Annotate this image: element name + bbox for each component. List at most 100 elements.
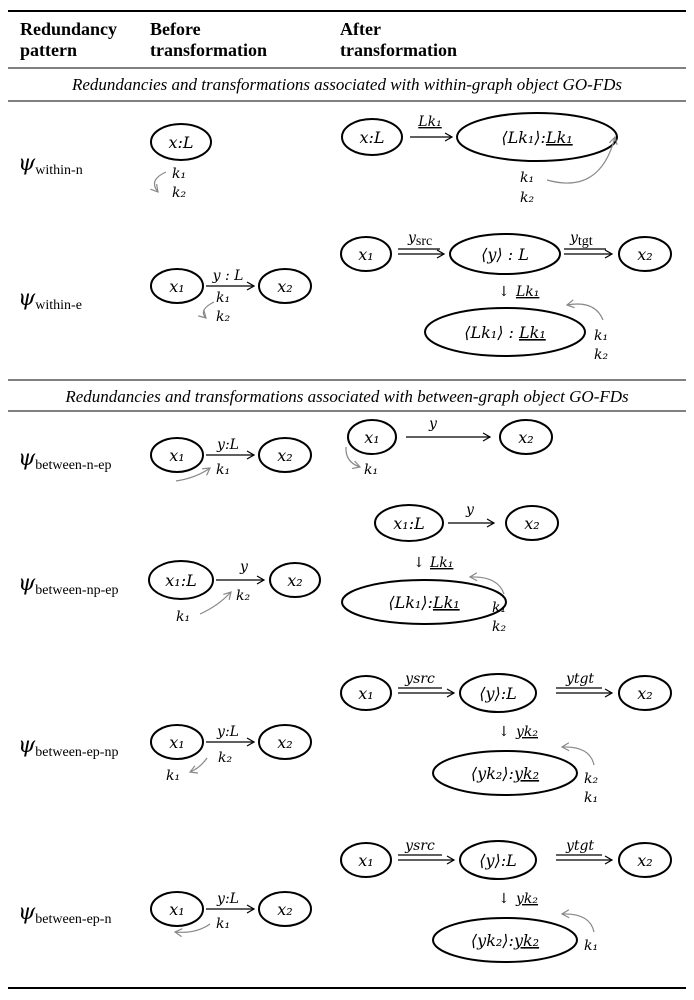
node bbox=[432, 750, 578, 796]
pattern-label: ψbetween-n-ep bbox=[18, 446, 111, 473]
node bbox=[374, 504, 444, 542]
node bbox=[505, 505, 559, 541]
row-between-np-ep: ψbetween-np-ep x₁:L y k₂ k₁ x₂ x₁:L y x₂… bbox=[18, 502, 559, 635]
node bbox=[150, 123, 212, 161]
down-arrow: ↓ bbox=[498, 284, 510, 300]
node-label: ⟨yk₂⟩:yk₂ bbox=[471, 931, 539, 950]
node-label: x₂ bbox=[277, 900, 292, 919]
key: k₂ bbox=[218, 750, 232, 766]
edge-label: ytgt bbox=[565, 838, 594, 854]
node-label: x₂ bbox=[518, 428, 533, 447]
edge-label: ysrc bbox=[407, 230, 432, 249]
node bbox=[618, 842, 672, 878]
node-label: x₁ bbox=[364, 428, 379, 447]
down-arrow: ↓ bbox=[413, 555, 425, 571]
dependency-arrow bbox=[188, 757, 208, 774]
key: k₁ bbox=[172, 166, 186, 182]
node bbox=[258, 891, 312, 927]
edge-label: Lk₁ bbox=[417, 114, 441, 130]
node-label: x₂ bbox=[524, 514, 539, 533]
dependency-arrow bbox=[565, 299, 604, 321]
node-label: x₁:L bbox=[165, 571, 196, 590]
node bbox=[150, 724, 204, 760]
header-col1-line2: pattern bbox=[20, 40, 77, 60]
node bbox=[258, 724, 312, 760]
key: k₂ bbox=[594, 347, 608, 363]
header-col1-line1: Redundancy bbox=[20, 19, 117, 39]
edge-label: Lk₁ bbox=[429, 555, 453, 571]
edge-label: y bbox=[239, 559, 249, 575]
edge-label: y : L bbox=[212, 268, 244, 284]
node bbox=[340, 675, 392, 711]
node-label: x₂ bbox=[637, 851, 652, 870]
header-col3-line2: transformation bbox=[340, 40, 457, 60]
dependency-arrow bbox=[175, 467, 211, 482]
row-between-ep-n: ψbetween-ep-n x₁ y:L k₁ x₂ x₁ ysrc ⟨y⟩:L… bbox=[18, 838, 672, 963]
node bbox=[148, 560, 214, 600]
edge-label: ytgt bbox=[569, 230, 593, 249]
node-label: x₂ bbox=[277, 733, 292, 752]
node bbox=[258, 268, 312, 304]
edge-label: ysrc bbox=[404, 838, 435, 854]
row-between-n-ep: ψbetween-n-ep x₁ y:L k₁ x₂ x₁ y x₂ k₁ bbox=[18, 416, 553, 482]
dependency-arrow bbox=[198, 301, 215, 319]
dependency-arrow bbox=[150, 171, 167, 193]
node-label: ⟨Lk₁⟩:Lk₁ bbox=[388, 593, 459, 612]
row-within-e: ψwithin-e x₁ y : L k₁ k₂ x₂ x₁ ysrc ⟨y⟩ … bbox=[18, 230, 672, 363]
key: k₂ bbox=[584, 771, 598, 787]
key: k₁ bbox=[584, 938, 598, 954]
down-arrow: ↓ bbox=[498, 724, 510, 740]
node-label: x:L bbox=[359, 128, 384, 147]
edge-label: y:L bbox=[216, 437, 239, 453]
header-col2-line2: transformation bbox=[150, 40, 267, 60]
node bbox=[499, 419, 553, 455]
node bbox=[341, 118, 403, 156]
node bbox=[449, 233, 561, 275]
dependency-arrow bbox=[345, 446, 362, 470]
edge-label: y:L bbox=[216, 724, 239, 740]
edge-label: yk₂ bbox=[515, 891, 538, 907]
edge-label: ytgt bbox=[565, 671, 594, 687]
node-label: ⟨y⟩:L bbox=[479, 684, 517, 703]
edge-label: y:L bbox=[216, 891, 239, 907]
edge-label: ysrc bbox=[404, 671, 435, 687]
key: k₁ bbox=[216, 916, 230, 932]
row-within-n: ψwithin-n x:L k₁ k₂ x:L Lk₁ ⟨Lk₁⟩:Lk₁ k₁… bbox=[18, 112, 618, 206]
row-between-ep-np: ψbetween-ep-np x₁ y:L k₂ k₁ x₂ x₁ ysrc ⟨… bbox=[18, 671, 672, 806]
node bbox=[258, 437, 312, 473]
key: k₁ bbox=[176, 609, 190, 625]
node-label: x₂ bbox=[637, 684, 652, 703]
key: k₂ bbox=[236, 588, 250, 604]
node-label: ⟨y⟩ : L bbox=[481, 245, 529, 264]
pattern-label: ψwithin-n bbox=[18, 151, 83, 178]
down-arrow: ↓ bbox=[498, 891, 510, 907]
node-label: x₁ bbox=[169, 733, 184, 752]
node-label: x₁ bbox=[169, 446, 184, 465]
key: k₂ bbox=[172, 185, 186, 201]
key: k₁ bbox=[216, 462, 230, 478]
node bbox=[340, 842, 392, 878]
dependency-arrow bbox=[173, 923, 211, 938]
dependency-arrow bbox=[199, 591, 232, 615]
node-label: ⟨yk₂⟩:yk₂ bbox=[471, 764, 539, 783]
node-label: x:L bbox=[168, 133, 193, 152]
section-title-between: Redundancies and transformations associa… bbox=[64, 387, 629, 406]
node bbox=[618, 236, 672, 272]
node bbox=[150, 437, 204, 473]
edge-label: y bbox=[428, 416, 438, 432]
edge-label: y bbox=[465, 502, 475, 518]
node-label: x₁ bbox=[169, 277, 184, 296]
node bbox=[150, 891, 204, 927]
node-label: ⟨y⟩:L bbox=[479, 851, 517, 870]
node bbox=[618, 675, 672, 711]
node-label: x₂ bbox=[637, 245, 652, 264]
node-label: x₁ bbox=[358, 684, 373, 703]
node-label: x₁ bbox=[358, 245, 373, 264]
key: k₁ bbox=[584, 790, 598, 806]
pattern-label: ψbetween-np-ep bbox=[18, 571, 118, 598]
node-label: x₁:L bbox=[393, 514, 424, 533]
key: k₁ bbox=[594, 328, 608, 344]
node-label: ⟨Lk₁⟩:Lk₁ bbox=[501, 128, 572, 147]
node-label: x₂ bbox=[277, 446, 292, 465]
